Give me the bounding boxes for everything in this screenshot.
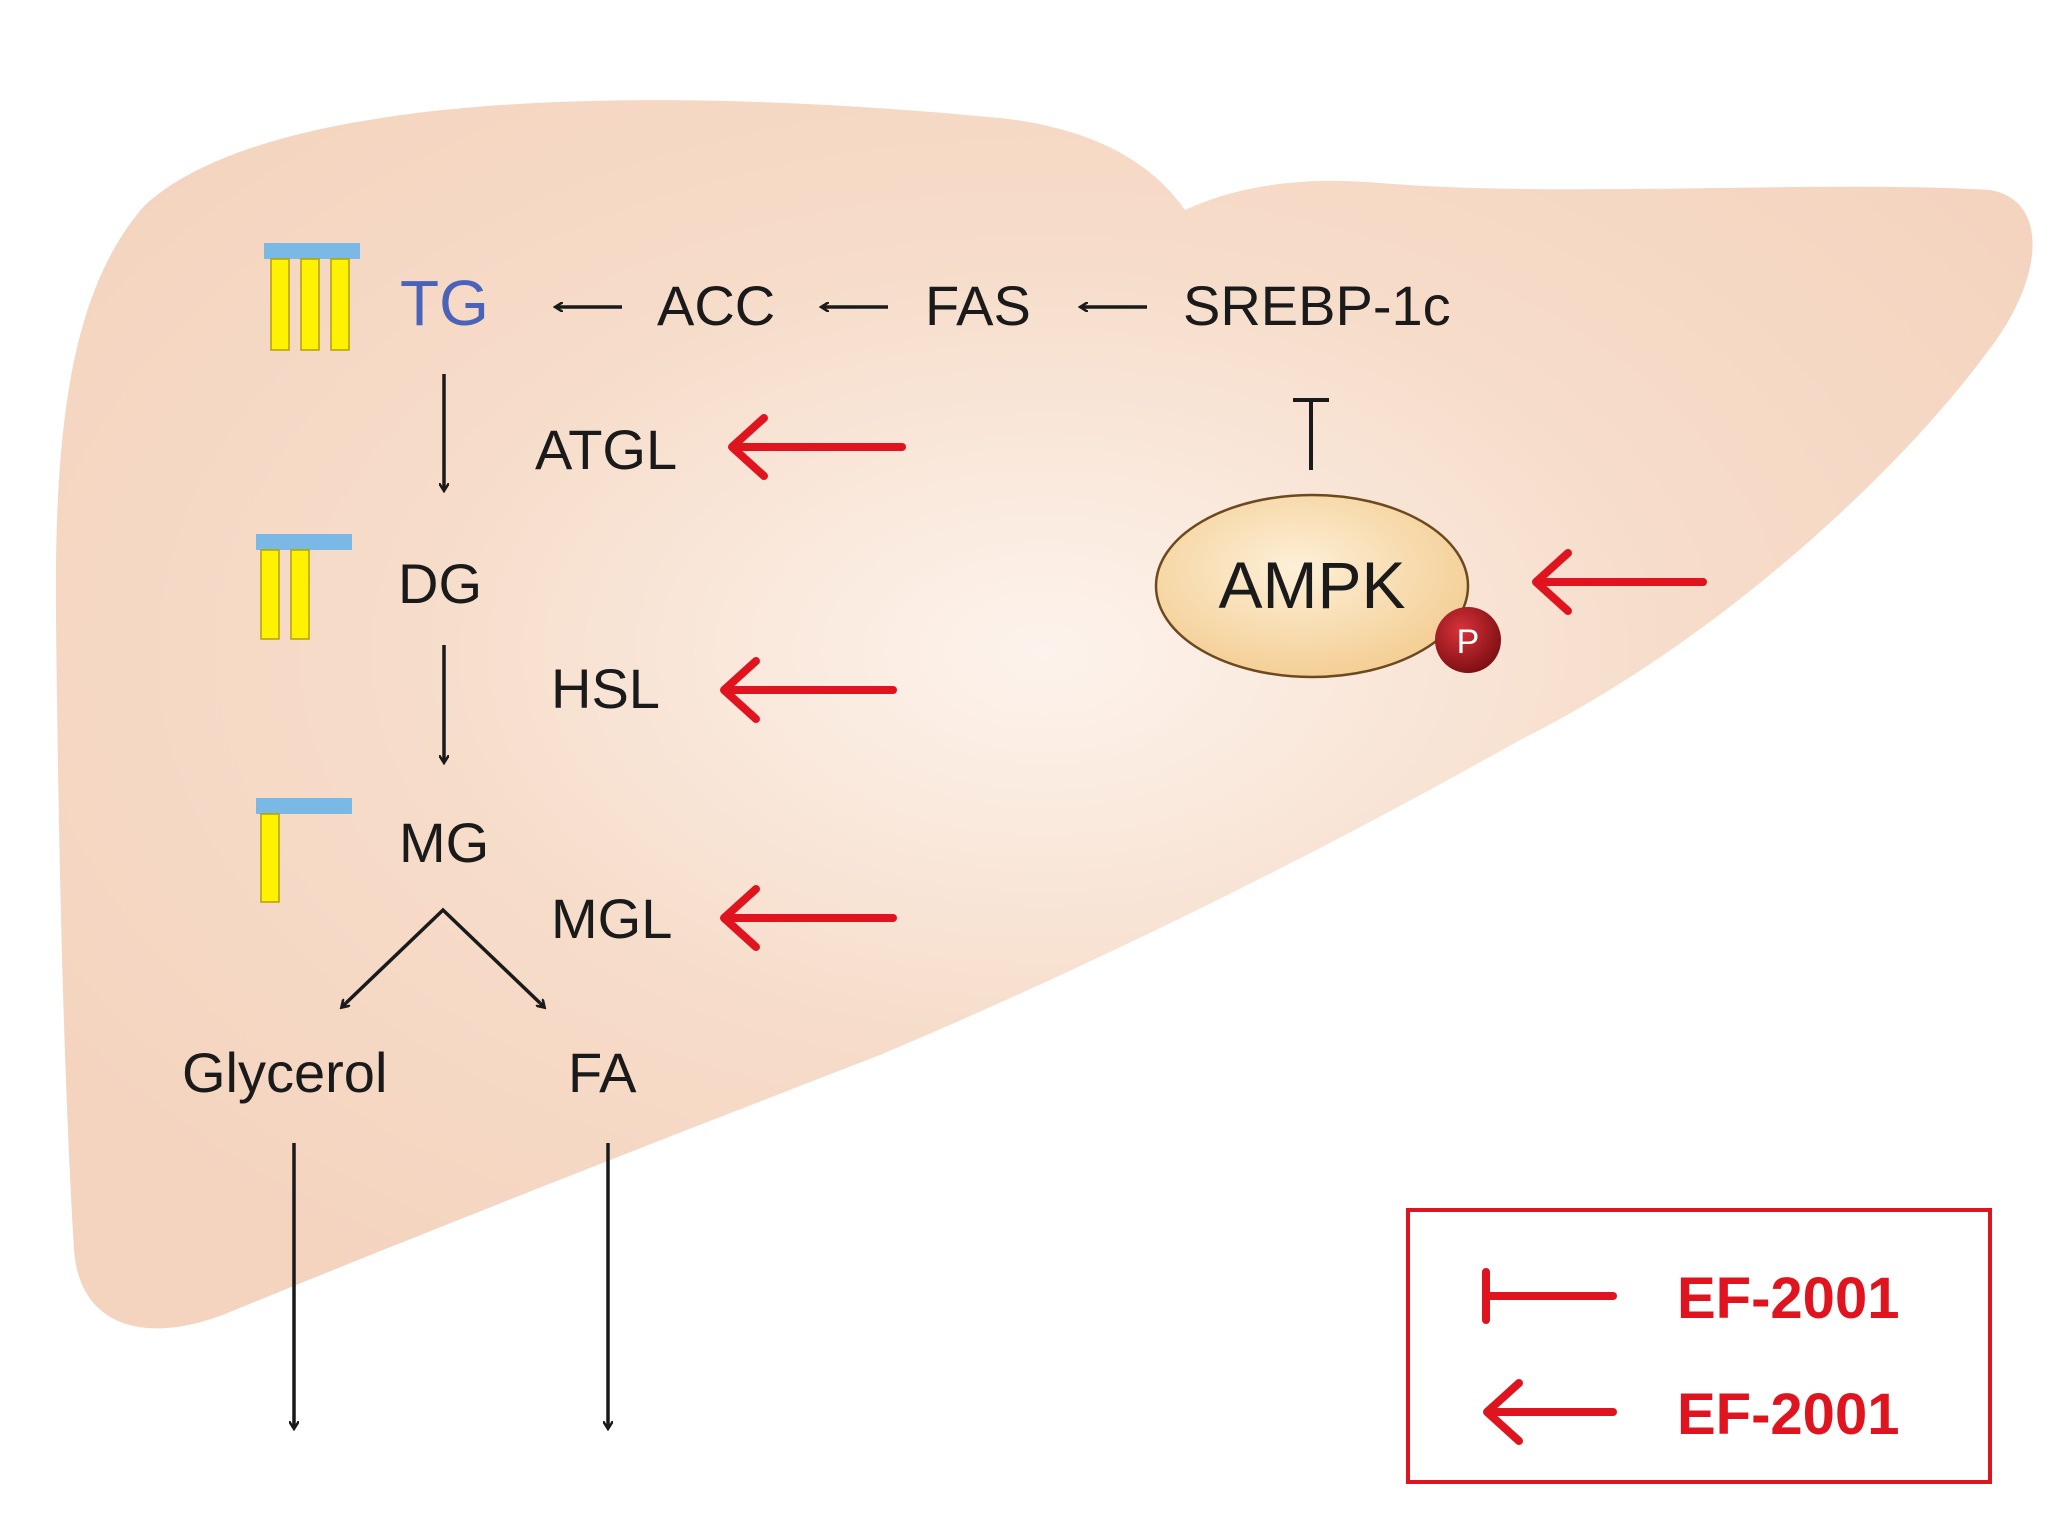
mg-split-lines xyxy=(344,907,542,1005)
legend-inhibit-label: EF-2001 xyxy=(1677,1266,1899,1331)
mg-label: MG xyxy=(399,811,489,874)
hsl-label: HSL xyxy=(551,657,660,720)
mg-to-fa-arrowhead xyxy=(540,1003,544,1007)
atgl-activation-arrow xyxy=(728,414,906,480)
atgl-label: ATGL xyxy=(535,418,677,481)
fa-label: FA xyxy=(568,1041,637,1104)
dg-molecule-icon xyxy=(256,534,352,640)
tg-molecule-icon xyxy=(264,243,360,351)
legend-inhibit-symbol xyxy=(1482,1268,1617,1324)
legend-activate-label: EF-2001 xyxy=(1677,1382,1899,1447)
legend-box: EF-2001 EF-2001 xyxy=(1406,1208,1992,1484)
legend-activate-symbol xyxy=(1483,1379,1617,1445)
mg-to-glycerol-arrowhead xyxy=(342,1003,346,1007)
liver-shape xyxy=(55,100,2033,1329)
ampk-node: AMPK P xyxy=(1154,493,1501,679)
glycerol-label: Glycerol xyxy=(182,1041,387,1104)
phospho-label: P xyxy=(1457,623,1480,661)
ampk-activation-arrow xyxy=(1532,549,1707,615)
srebp-label: SREBP-1c xyxy=(1183,274,1451,337)
fas-label: FAS xyxy=(925,274,1031,337)
ampk-inhibit-srebp-line xyxy=(1293,398,1329,470)
acc-label: ACC xyxy=(657,274,775,337)
phospho-icon xyxy=(1435,607,1501,673)
hsl-activation-arrow xyxy=(720,657,897,723)
tg-label: TG xyxy=(400,267,489,339)
mgl-activation-arrow xyxy=(720,885,897,951)
dg-label: DG xyxy=(398,552,482,615)
lipolysis-arrows xyxy=(294,374,608,1428)
mgl-label: MGL xyxy=(551,887,672,950)
ef2001-activation-arrows xyxy=(720,414,1707,951)
mg-molecule-icon xyxy=(256,798,352,903)
ampk-label: AMPK xyxy=(1218,548,1405,622)
